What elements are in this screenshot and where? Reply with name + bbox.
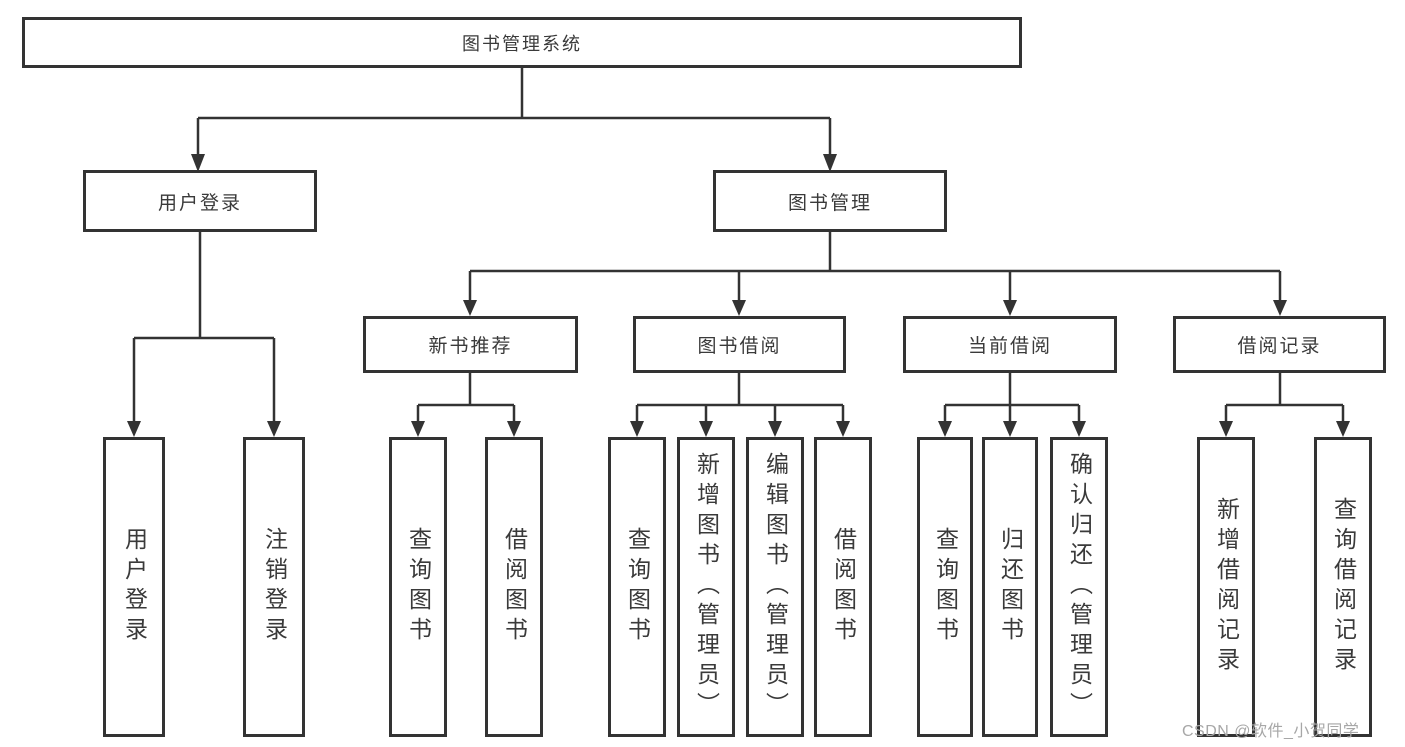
- csdn-watermark: CSDN @软件_小贺同学: [1182, 723, 1360, 740]
- leaf-recommend-query-books: 查询图书: [389, 437, 447, 737]
- leaf-user-login: 用户登录: [103, 437, 165, 737]
- leaf-borrow-add-books-admin: 新增图书（管理员）: [677, 437, 735, 737]
- leaf-recommend-borrow-books: 借阅图书: [485, 437, 543, 737]
- node-borrow-record: 借阅记录: [1173, 316, 1386, 373]
- node-book-management: 图书管理: [713, 170, 947, 232]
- node-book-borrow: 图书借阅: [633, 316, 846, 373]
- leaf-current-query-books: 查询图书: [917, 437, 973, 737]
- node-current-borrow: 当前借阅: [903, 316, 1117, 373]
- node-library-management-system: 图书管理系统: [22, 17, 1022, 68]
- leaf-record-query-borrow: 查询借阅记录: [1314, 437, 1372, 737]
- leaf-record-add-borrow: 新增借阅记录: [1197, 437, 1255, 737]
- arrowheads: [127, 154, 1350, 437]
- leaf-current-confirm-return-admin: 确认归还（管理员）: [1050, 437, 1108, 737]
- leaf-borrow-edit-books-admin: 编辑图书（管理员）: [746, 437, 804, 737]
- leaf-borrow-borrow-books: 借阅图书: [814, 437, 872, 737]
- node-user-login: 用户登录: [83, 170, 317, 232]
- node-new-book-recommend: 新书推荐: [363, 316, 578, 373]
- leaf-borrow-query-books: 查询图书: [608, 437, 666, 737]
- leaf-current-return-books: 归还图书: [982, 437, 1038, 737]
- leaf-logout-login: 注销登录: [243, 437, 305, 737]
